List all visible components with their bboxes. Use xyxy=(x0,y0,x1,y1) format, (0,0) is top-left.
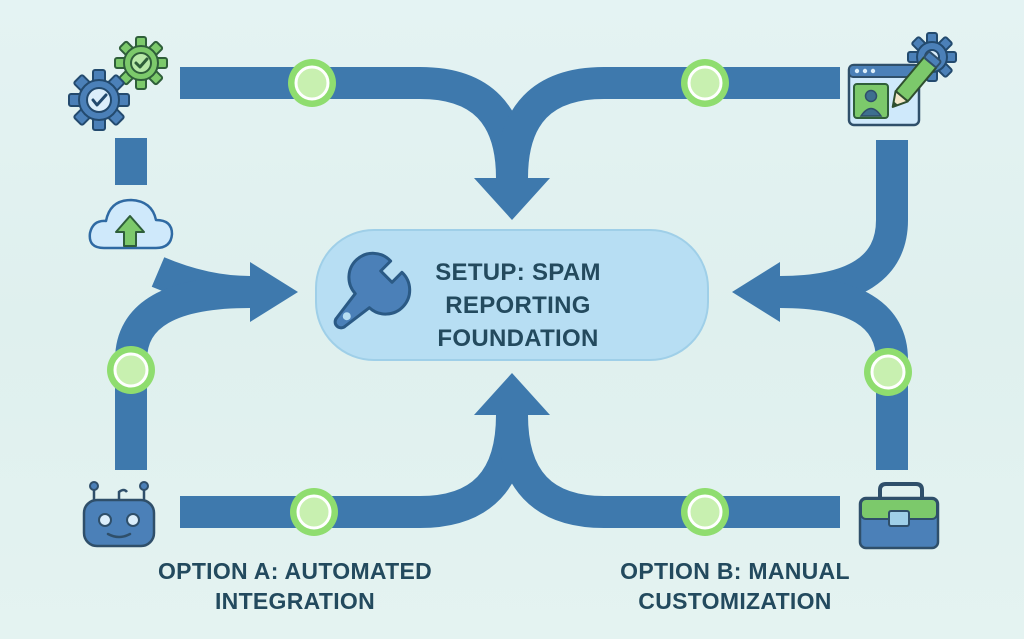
robot-icon xyxy=(82,481,156,548)
flow-nodes xyxy=(107,59,912,536)
arrow-head-left xyxy=(732,262,780,322)
option-a-label: OPTION A: AUTOMATED INTEGRATION xyxy=(140,556,450,616)
node-bottom-left xyxy=(290,488,338,536)
option-a-line: OPTION A: AUTOMATED xyxy=(157,558,433,584)
node-right xyxy=(864,348,912,396)
node-top-right xyxy=(681,59,729,107)
flow-path-bottom-left xyxy=(180,414,528,528)
option-b-line: OPTION B: MANUAL xyxy=(620,558,850,584)
center-title-line: FOUNDATION xyxy=(437,325,599,352)
flow-path-top-left xyxy=(180,67,528,179)
node-top-left xyxy=(288,59,336,107)
center-box xyxy=(315,229,709,361)
node-left xyxy=(107,346,155,394)
option-a-line: INTEGRATION xyxy=(214,588,376,614)
arrow-head-right xyxy=(250,262,298,322)
briefcase-icon xyxy=(858,482,940,550)
center-title-line: SETUP: SPAM xyxy=(435,259,601,286)
flow-path-right-top xyxy=(779,140,908,308)
gears-checkmark-icon xyxy=(68,36,168,131)
wrench-icon xyxy=(333,251,412,330)
option-b-line: CUSTOMIZATION xyxy=(638,588,832,614)
node-bottom-right xyxy=(681,488,729,536)
flow-path-top-right xyxy=(496,67,840,179)
browser-pencil-gear-icon xyxy=(847,32,957,127)
option-b-label: OPTION B: MANUAL CUSTOMIZATION xyxy=(592,556,878,616)
arrow-head-down xyxy=(474,178,550,220)
cloud-upload-icon xyxy=(88,198,174,250)
flow-path-bottom-right xyxy=(496,414,840,528)
arrow-head-up xyxy=(474,373,550,415)
center-title-line: REPORTING xyxy=(445,292,591,319)
center-title: SETUP: SPAM REPORTING FOUNDATION xyxy=(418,256,618,355)
